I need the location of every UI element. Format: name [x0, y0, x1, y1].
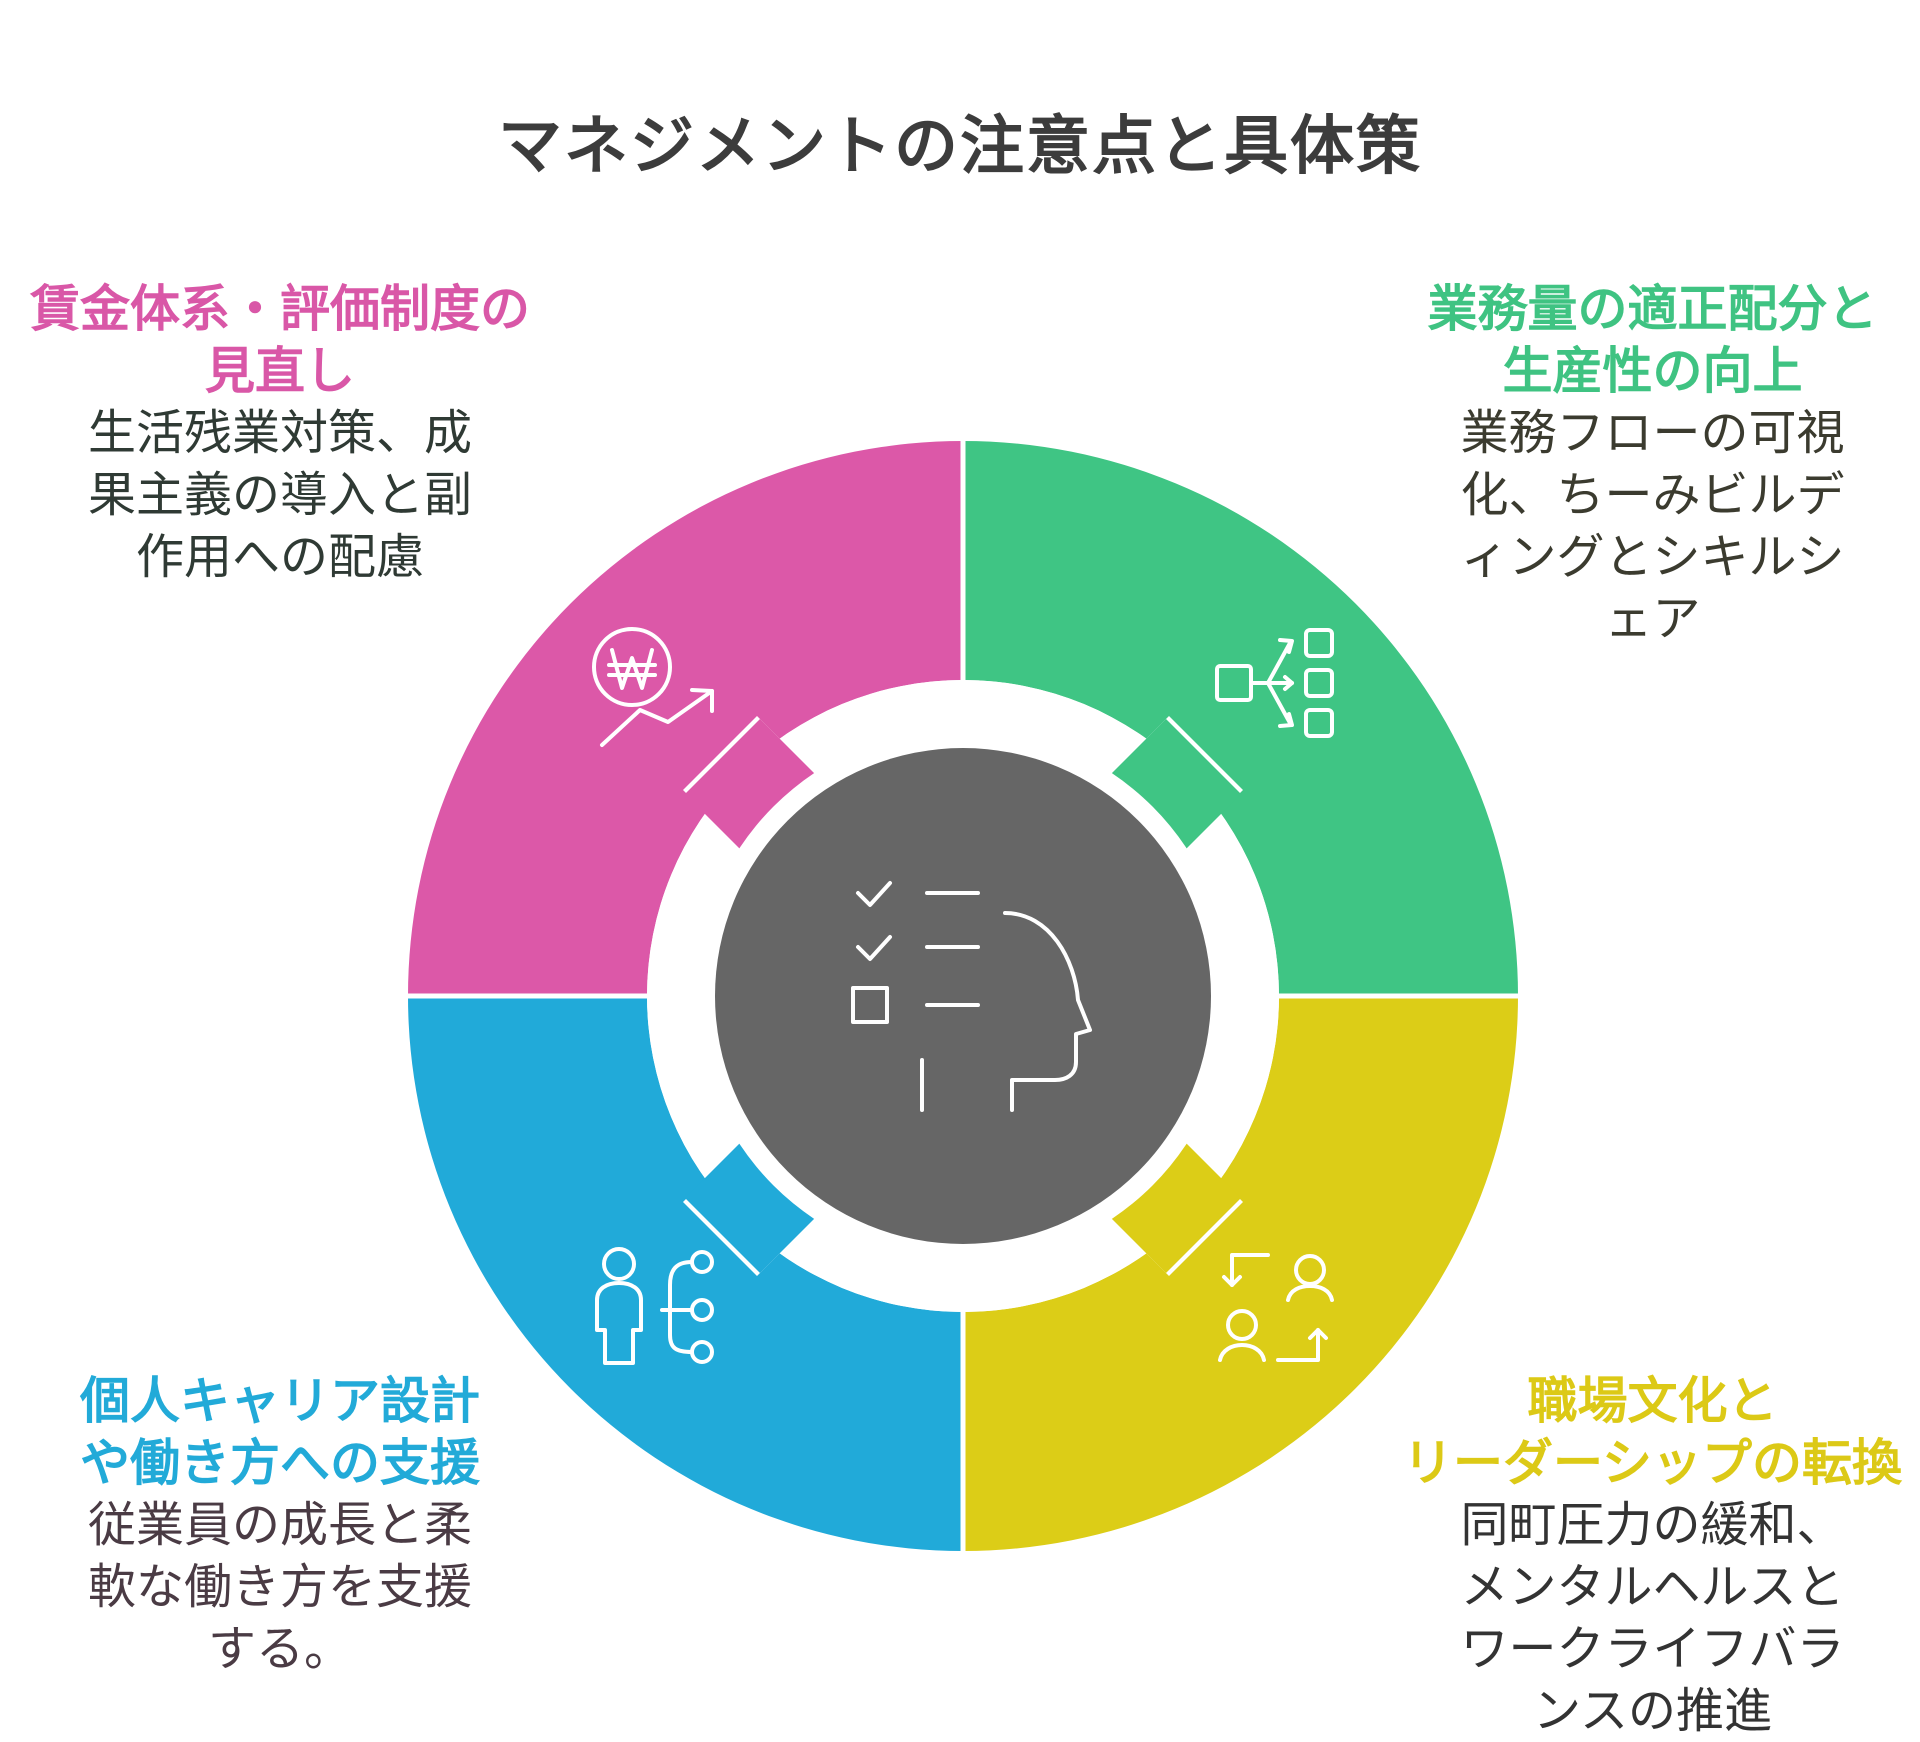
person-branches-icon [595, 1247, 714, 1365]
section-top-right: 業務量の適正配分と 生産性の向上 業務フローの可視 化、ちーみビルデ ィングとシ… [1385, 278, 1920, 650]
connector-top-right [1109, 719, 1241, 851]
quadrant-top-left [408, 441, 963, 996]
section-heading: 職場文化と リーダーシップの転換 [1403, 1372, 1902, 1492]
section-description: 従業員の成長と柔 軟な働き方を支援 する。 [87, 1497, 472, 1677]
quadrant-dividers [403, 436, 1523, 1556]
section-bottom-left: 個人キャリア設計 や働き方への支援 従業員の成長と柔 軟な働き方を支援 する。 [10, 1370, 550, 1680]
quadrant-bottom-right [963, 996, 1518, 1551]
section-heading: 個人キャリア設計 や働き方への支援 [80, 1372, 480, 1492]
page-title: マネジメントの注意点と具体策 [498, 110, 1422, 184]
people-exchange-icon [1218, 1253, 1334, 1362]
checklist-head-icon [851, 881, 1092, 1112]
section-heading: 業務量の適正配分と 生産性の向上 [1427, 280, 1878, 400]
won-growth-icon [592, 627, 714, 747]
quadrant-top-right [963, 441, 1518, 996]
connector-bottom-left [685, 1141, 817, 1273]
connector-bottom-right [1109, 1141, 1241, 1273]
workflow-distribution-icon [1215, 628, 1334, 738]
quadrant-bottom-left [408, 996, 963, 1551]
section-heading: 賃金体系・評価制度の 見直し [30, 280, 530, 400]
connector-top-left [685, 719, 817, 851]
center-circle [715, 748, 1211, 1244]
section-bottom-right: 職場文化と リーダーシップの転換 同町圧力の緩和、 メンタルヘルスと ワークライ… [1385, 1370, 1920, 1742]
section-description: 同町圧力の緩和、 メンタルヘルスと ワークライフバラ ンスの推進 [1460, 1497, 1845, 1739]
section-top-left: 賃金体系・評価制度の 見直し 生活残業対策、成 果主義の導入と副 作用への配慮 [10, 278, 550, 588]
section-description: 業務フローの可視 化、ちーみビルデ ィングとシキルシ ェア [1460, 405, 1845, 647]
section-description: 生活残業対策、成 果主義の導入と副 作用への配慮 [87, 405, 472, 585]
